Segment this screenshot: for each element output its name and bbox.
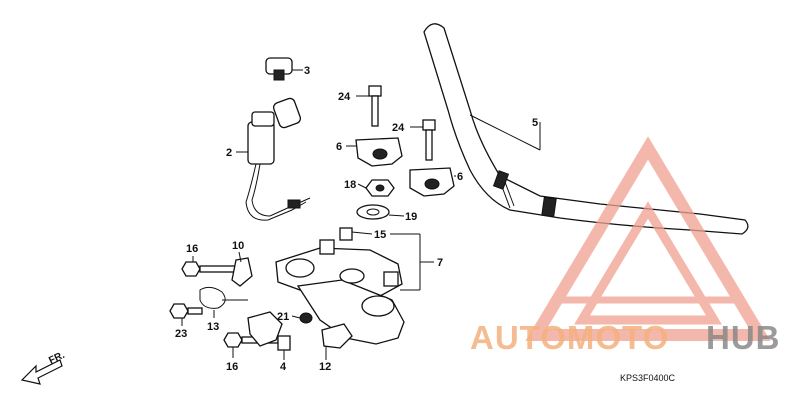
nut-18 <box>365 179 395 197</box>
top-bridge <box>275 227 405 345</box>
bracket-10 <box>231 257 253 287</box>
callout-6a: 6 <box>336 141 342 153</box>
callout-23: 23 <box>175 328 187 340</box>
callout-21: 21 <box>277 311 289 323</box>
clip-13 <box>199 286 248 309</box>
bracket-4 <box>247 311 291 351</box>
bolt-16a <box>181 261 241 277</box>
callout-18: 18 <box>344 179 356 191</box>
ignition-switch <box>245 97 311 221</box>
handlebar-holder-upper-b <box>409 167 455 197</box>
ignition-key <box>265 57 293 81</box>
watermark-brand-part2: HUB <box>706 319 781 356</box>
callout-5: 5 <box>532 117 538 129</box>
watermark-logo <box>525 136 771 341</box>
diagram-code: KPS3F0400C <box>620 373 676 383</box>
callout-2: 2 <box>226 147 232 159</box>
callout-3: 3 <box>304 65 310 77</box>
leader-lines <box>181 69 541 360</box>
front-label: FR. <box>47 350 66 367</box>
callout-10: 10 <box>232 240 244 252</box>
callout-13: 13 <box>207 321 219 333</box>
watermark-text: AUTOMOTO HUB <box>470 319 781 356</box>
bracket-12 <box>321 323 353 349</box>
callout-6b: 6 <box>457 171 463 183</box>
callout-15: 15 <box>374 229 386 241</box>
callouts: 3 2 24 6 24 6 5 18 19 15 7 16 10 23 13 2… <box>175 65 538 373</box>
bolt-24b <box>422 119 436 161</box>
callout-24a: 24 <box>338 91 351 103</box>
washer-19 <box>356 204 390 220</box>
watermark-brand-part1: AUTOMOTO <box>470 319 669 356</box>
front-direction-indicator: FR. <box>20 350 67 385</box>
callout-19: 19 <box>405 211 417 223</box>
handlebar-holder-upper-a <box>355 137 403 167</box>
callout-7: 7 <box>437 257 443 269</box>
front-arrow-icon <box>20 359 63 385</box>
nut-21 <box>299 312 313 324</box>
callout-12: 12 <box>319 361 331 373</box>
bolt-23 <box>169 303 203 319</box>
bolt-24a <box>368 85 382 127</box>
callout-4: 4 <box>280 361 287 373</box>
handlebar <box>423 23 749 235</box>
callout-24b: 24 <box>392 122 405 134</box>
callout-16b: 16 <box>226 361 238 373</box>
callout-16a: 16 <box>186 243 198 255</box>
